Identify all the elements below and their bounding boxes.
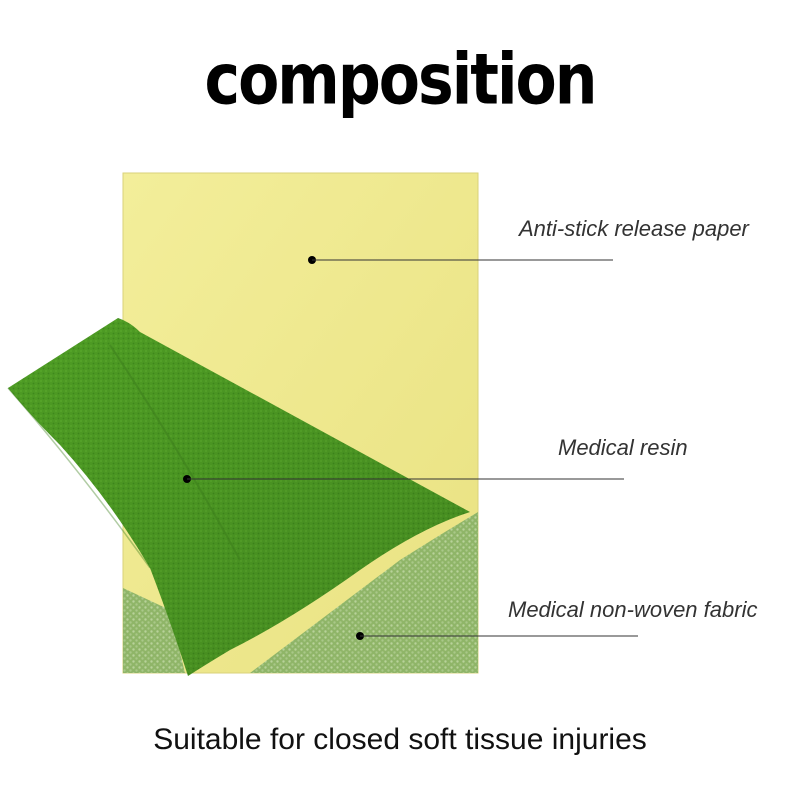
label-non-woven-fabric: Medical non-woven fabric xyxy=(508,597,758,622)
usage-caption: Suitable for closed soft tissue injuries xyxy=(153,723,647,756)
leader-line-medical-resin xyxy=(183,475,624,483)
page-title: composition xyxy=(204,38,598,122)
leader-line-release-paper xyxy=(308,256,613,264)
label-medical-resin: Medical resin xyxy=(558,435,688,460)
non-woven-fabric-left xyxy=(123,588,185,673)
label-release-paper: Anti-stick release paper xyxy=(519,216,749,241)
leader-line-non-woven xyxy=(356,632,638,640)
non-woven-fabric-right xyxy=(250,512,478,673)
